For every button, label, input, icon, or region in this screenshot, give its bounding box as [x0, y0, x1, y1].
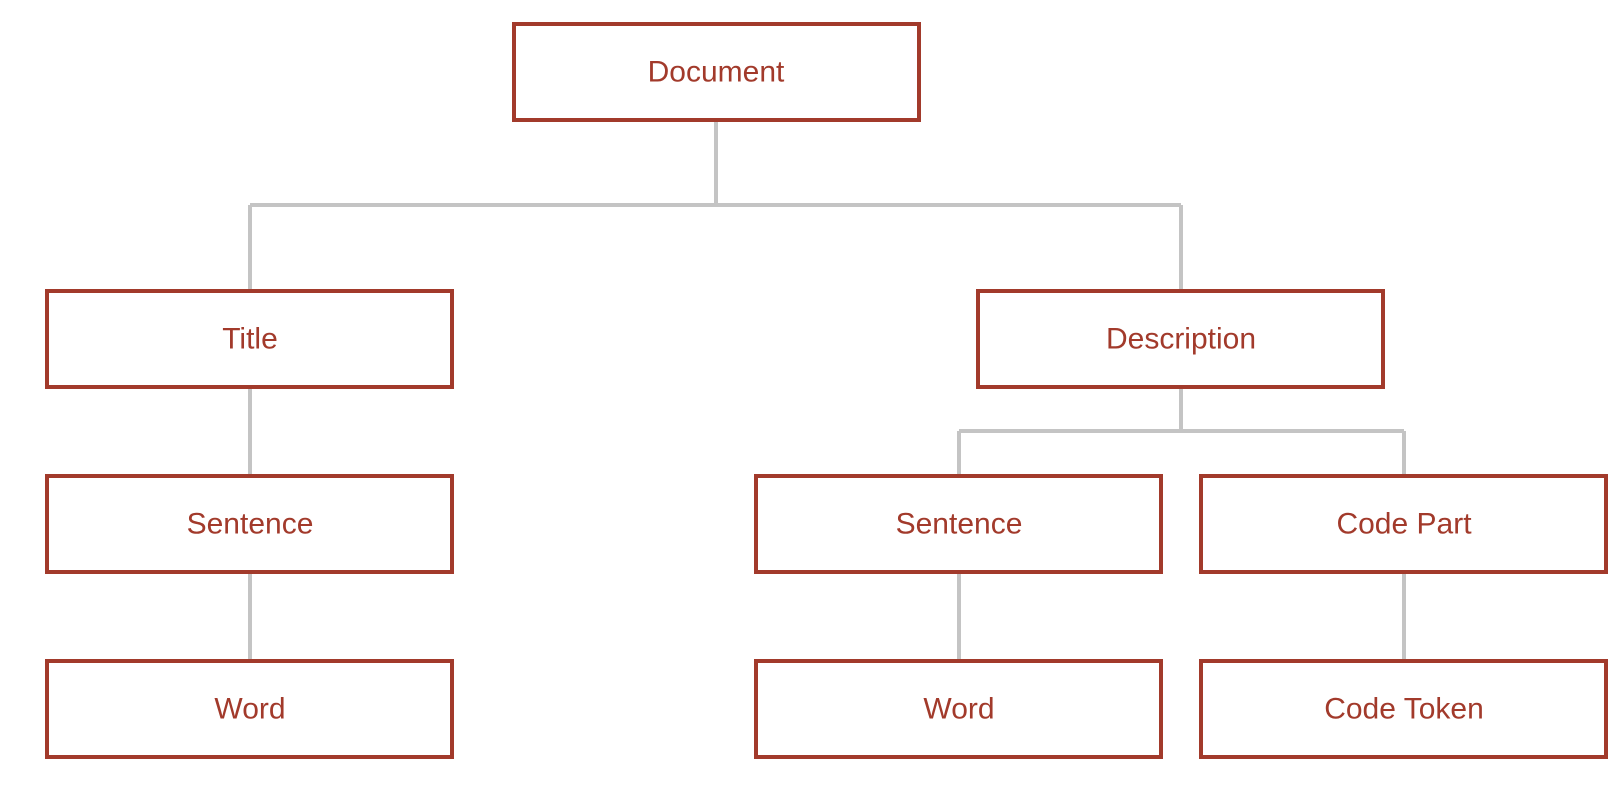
node-description-label: Description: [1106, 323, 1256, 356]
node-description-sentence-label: Sentence: [896, 508, 1023, 541]
connectors: [248, 120, 1406, 661]
node-description-word: Word: [754, 659, 1163, 759]
node-code-token: Code Token: [1199, 659, 1608, 759]
connector-document-to-level1: [248, 120, 1183, 291]
node-title: Title: [45, 289, 454, 389]
node-code-part-label: Code Part: [1336, 508, 1472, 541]
node-title-label: Title: [222, 323, 278, 356]
node-document-label: Document: [648, 56, 785, 89]
connector-description-to-children: [957, 387, 1406, 476]
node-title-word: Word: [45, 659, 454, 759]
node-description: Description: [976, 289, 1385, 389]
node-code-part: Code Part: [1199, 474, 1608, 574]
node-title-sentence: Sentence: [45, 474, 454, 574]
node-code-token-label: Code Token: [1324, 693, 1484, 726]
node-title-sentence-label: Sentence: [187, 508, 314, 541]
node-description-word-label: Word: [923, 693, 994, 726]
node-document: Document: [512, 22, 921, 122]
node-title-word-label: Word: [214, 693, 285, 726]
node-description-sentence: Sentence: [754, 474, 1163, 574]
